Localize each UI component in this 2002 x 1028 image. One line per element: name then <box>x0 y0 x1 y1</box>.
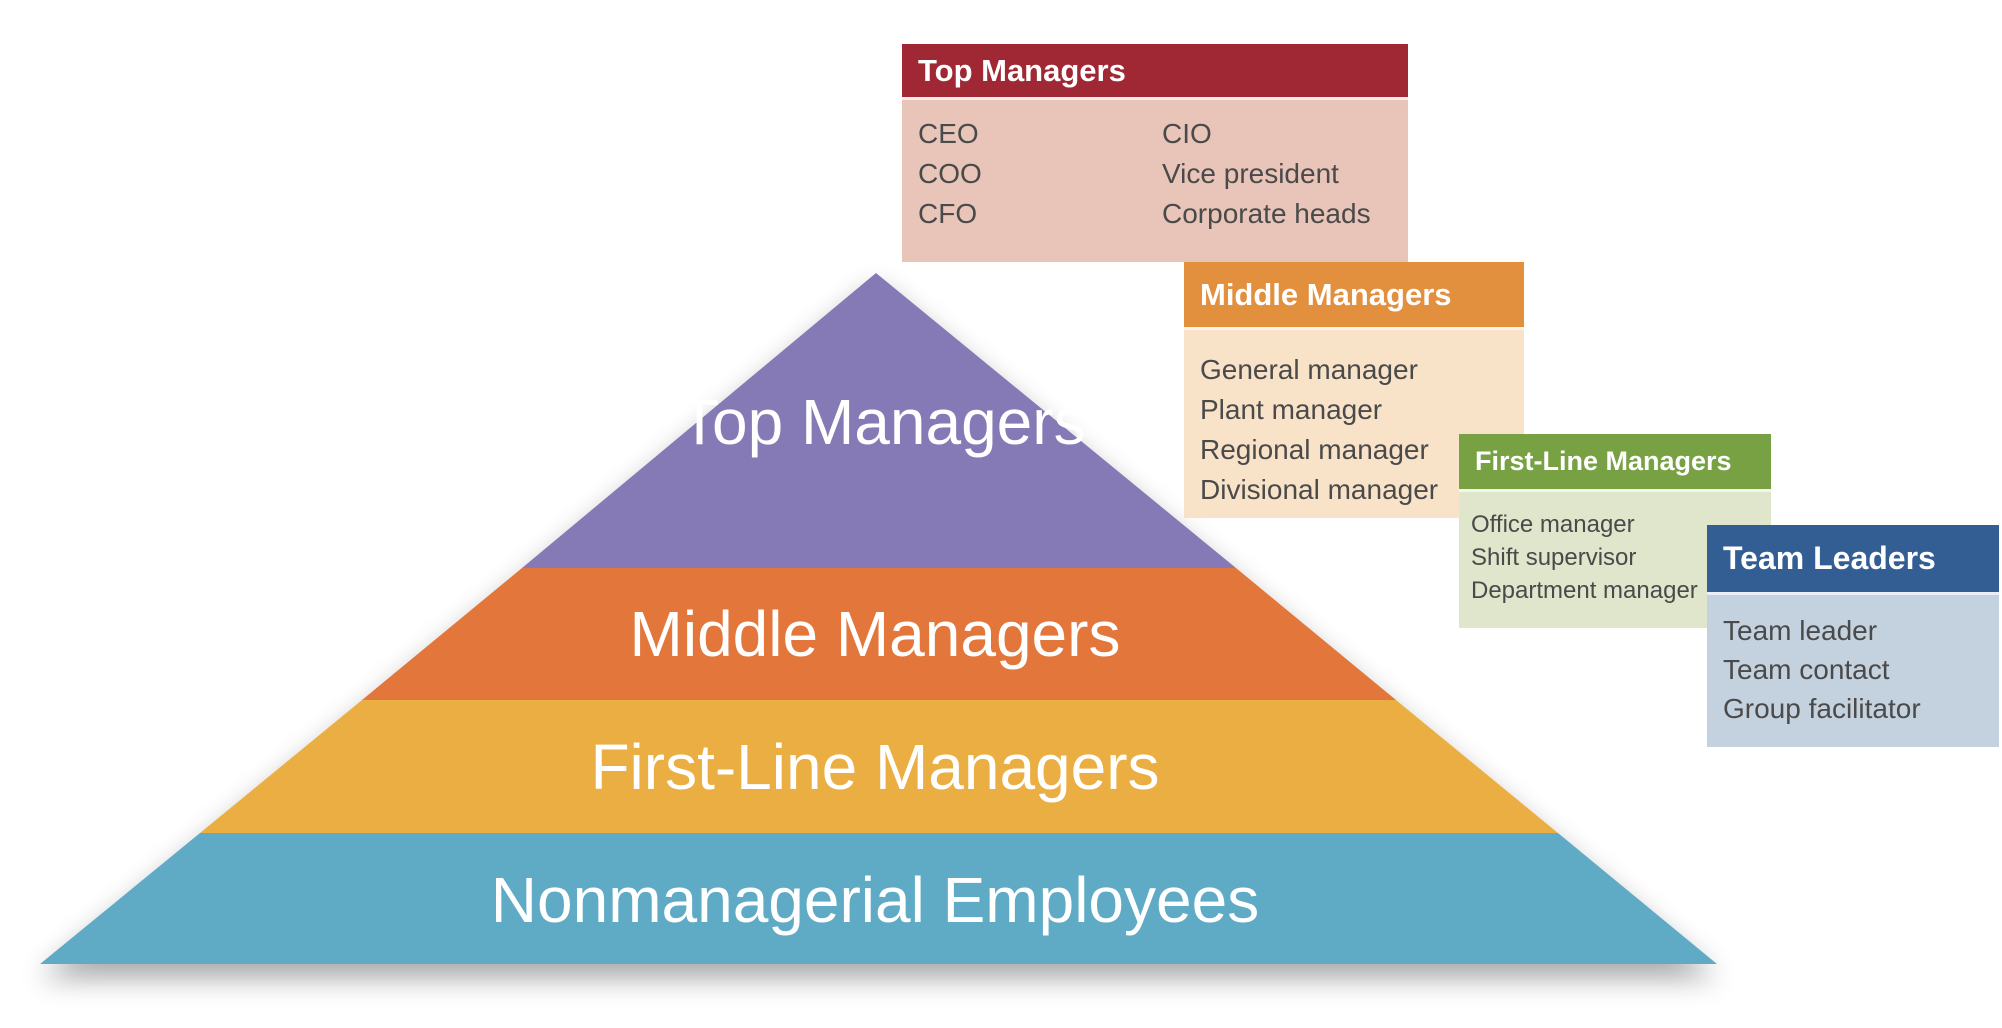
middle-managers-item: Regional manager <box>1200 434 1429 465</box>
top-managers-item: CEO <box>918 118 979 149</box>
top-managers-item: CIO <box>1162 118 1212 149</box>
pyramid-tier-first-line <box>200 700 1558 833</box>
tier-label-middle-managers: Middle Managers <box>629 598 1121 670</box>
pyramid-tier-top <box>522 273 1236 568</box>
middle-managers-item: Plant manager <box>1200 394 1383 425</box>
middle-managers-item: General manager <box>1200 354 1418 385</box>
top-managers-col1: CEO COO CFO <box>918 114 1162 234</box>
top-managers-item: Corporate heads <box>1162 198 1371 229</box>
first-line-managers-item: Shift supervisor <box>1471 544 1637 571</box>
top-managers-card-title: Top Managers <box>902 44 1408 100</box>
team-leaders-item: Group facilitator <box>1723 693 1921 724</box>
pyramid-tier-nonmanagerial <box>40 833 1717 964</box>
pyramid-tier-middle <box>362 568 1396 700</box>
middle-managers-item: Divisional manager <box>1200 474 1439 505</box>
first-line-managers-card-title: First-Line Managers <box>1459 434 1771 492</box>
top-managers-card: Top Managers CEO COO CFO CIO Vice presid… <box>902 44 1408 262</box>
tier-label-top-line2: Managers <box>800 386 1086 458</box>
top-managers-item: COO <box>918 158 982 189</box>
middle-managers-card: Middle Managers General manager Plant ma… <box>1184 262 1524 518</box>
top-managers-item: Vice president <box>1162 158 1339 189</box>
first-line-managers-item: Office manager <box>1471 511 1635 538</box>
middle-managers-card-title: Middle Managers <box>1184 262 1524 330</box>
team-leaders-card-title: Team Leaders <box>1707 525 1999 595</box>
tier-label-first-line-managers: First-Line Managers <box>590 731 1160 803</box>
first-line-managers-card-body: Office manager Shift supervisor Departme… <box>1459 492 1771 607</box>
tier-label-nonmanagerial-employees: Nonmanagerial Employees <box>490 864 1260 936</box>
top-managers-item: CFO <box>918 198 978 229</box>
team-leaders-card: Team Leaders Team leader Team contact Gr… <box>1707 525 1999 747</box>
first-line-managers-item: Department manager <box>1471 577 1698 604</box>
tier-label-top-managers: Top Managers <box>680 380 1086 464</box>
tier-label-top-line1: Top <box>680 386 784 458</box>
top-managers-card-body: CEO COO CFO CIO Vice president Corporate… <box>902 100 1408 234</box>
team-leaders-item: Team leader <box>1723 615 1878 646</box>
team-leaders-card-body: Team leader Team contact Group facilitat… <box>1707 595 1999 728</box>
top-managers-col2: CIO Vice president Corporate heads <box>1162 114 1371 234</box>
team-leaders-item: Team contact <box>1723 654 1890 685</box>
middle-managers-card-body: General manager Plant manager Regional m… <box>1184 330 1524 510</box>
